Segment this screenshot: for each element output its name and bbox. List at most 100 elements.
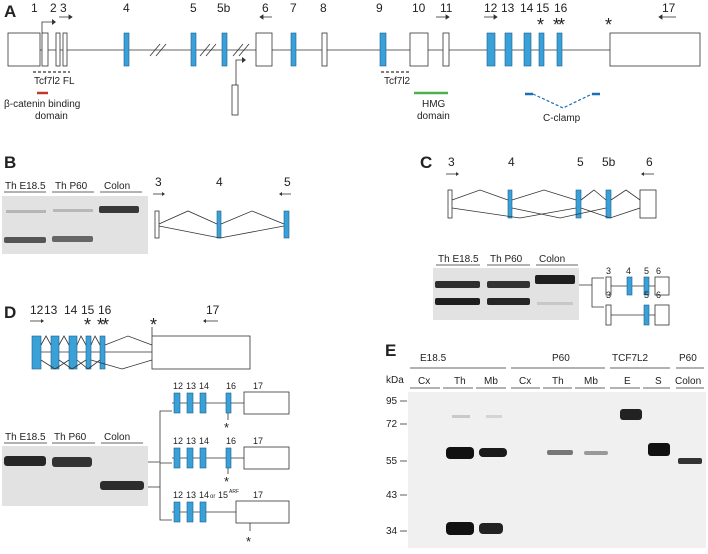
svg-text:*: * <box>224 474 229 489</box>
svg-text:12: 12 <box>30 303 44 317</box>
cclamp-label: C-clamp <box>543 113 581 124</box>
promoter-arrow-2-head <box>242 57 246 63</box>
exon-15 <box>538 32 545 67</box>
svg-text:3: 3 <box>606 290 611 300</box>
exon-5b <box>221 32 228 67</box>
svg-text:14: 14 <box>520 1 534 15</box>
panel-e-groups: E18.5 P60 TCF7L2 P60 <box>410 353 704 369</box>
svg-text:16: 16 <box>98 303 112 317</box>
exon-1b <box>41 32 49 67</box>
svg-text:3: 3 <box>448 155 455 169</box>
tcf7l2-label: Tcf7l2 <box>384 76 411 87</box>
svg-text:*: * <box>553 15 560 35</box>
svg-text:13: 13 <box>501 1 515 15</box>
svg-text:3: 3 <box>60 1 67 15</box>
panel-b-lane-3: Colon <box>104 181 130 192</box>
panel-c-bands <box>435 275 575 305</box>
svg-text:17: 17 <box>253 436 263 446</box>
panel-c-lane-1: Th E18.5 <box>438 254 479 265</box>
svg-text:*: * <box>84 315 91 335</box>
svg-text:TCF7L2: TCF7L2 <box>612 353 649 364</box>
svg-text:13: 13 <box>186 436 196 446</box>
panel-c-bracket <box>579 277 604 308</box>
svg-text:10: 10 <box>412 1 426 15</box>
primer-arrows <box>59 14 676 20</box>
svg-text:or: or <box>210 494 215 500</box>
panel-c-label: C <box>420 153 432 172</box>
panel-d-label: D <box>4 303 16 322</box>
svg-text:1: 1 <box>31 1 38 15</box>
svg-text:7: 7 <box>290 1 297 15</box>
panel-c-lane-3: Colon <box>539 254 565 265</box>
svg-text:14: 14 <box>64 303 78 317</box>
svg-text:P60: P60 <box>679 353 697 364</box>
intron-breaks <box>149 43 250 57</box>
exon-7 <box>290 32 297 67</box>
panel-d-diagram <box>31 327 251 370</box>
svg-text:Cx: Cx <box>418 376 430 387</box>
svg-text:4: 4 <box>626 266 631 276</box>
alt-exon-box <box>231 84 239 116</box>
promoter-arrow-2 <box>235 59 242 85</box>
svg-text:3: 3 <box>606 266 611 276</box>
exon-9 <box>379 32 387 67</box>
hmg-label-1: HMG <box>422 99 446 110</box>
svg-text:8: 8 <box>320 1 327 15</box>
svg-text:12: 12 <box>173 381 183 391</box>
svg-text:*: * <box>102 315 109 335</box>
svg-text:15: 15 <box>536 1 550 15</box>
panel-e-label: E <box>385 341 396 360</box>
panel-b-bands <box>4 206 139 243</box>
panel-b-lane-1: Th E18.5 <box>5 181 46 192</box>
svg-text:16: 16 <box>226 381 236 391</box>
kda-label: kDa <box>386 375 404 386</box>
exon-6 <box>255 32 273 67</box>
svg-text:6: 6 <box>656 266 661 276</box>
panel-c-isoform-2: 3 5 6 <box>605 290 670 326</box>
svg-text:15: 15 <box>81 303 95 317</box>
svg-text:5: 5 <box>284 175 291 189</box>
panel-c-isoform-1: 3 4 5 6 <box>605 266 670 296</box>
panel-d-lane-3: Colon <box>104 432 130 443</box>
exon-11 <box>442 32 450 67</box>
svg-text:P60: P60 <box>552 353 570 364</box>
svg-text:Mb: Mb <box>484 376 498 387</box>
hmg-label-2: domain <box>417 111 450 122</box>
svg-text:95: 95 <box>386 396 398 407</box>
panel-c-diagram: 3 4 5 5b 6 <box>446 155 657 219</box>
exon-16 <box>556 32 563 67</box>
svg-text:Colon: Colon <box>675 376 701 387</box>
svg-text:5: 5 <box>644 266 649 276</box>
exon-13 <box>504 32 513 67</box>
svg-text:13: 13 <box>186 381 196 391</box>
blot-bands <box>446 409 702 535</box>
svg-text:E: E <box>624 376 631 387</box>
svg-text:17: 17 <box>662 1 676 15</box>
svg-text:16: 16 <box>226 436 236 446</box>
svg-text:Mb: Mb <box>584 376 598 387</box>
svg-text:12: 12 <box>173 436 183 446</box>
svg-text:*: * <box>605 15 612 35</box>
svg-text:13: 13 <box>44 303 58 317</box>
panel-b-lane-2: Th P60 <box>55 181 88 192</box>
panel-d-bracket <box>148 410 172 521</box>
svg-text:*: * <box>537 15 544 35</box>
panel-b-diagram: 3 4 5 <box>153 175 291 239</box>
svg-text:15: 15 <box>218 490 228 500</box>
panel-d-top-labels: 12 13 14 15 16 17 * * * * <box>30 303 220 335</box>
svg-text:6: 6 <box>262 1 269 15</box>
svg-text:6: 6 <box>656 290 661 300</box>
svg-text:17: 17 <box>253 381 263 391</box>
exon-4 <box>123 32 130 67</box>
svg-text:13: 13 <box>186 490 196 500</box>
svg-text:11: 11 <box>440 1 453 15</box>
exon-5 <box>190 32 197 67</box>
panel-d-isoform-1: 12 13 14 16 17 * <box>172 381 290 435</box>
promoter-arrow-1 <box>41 21 52 33</box>
promoter-arrow-1-head <box>52 19 56 25</box>
svg-text:17: 17 <box>206 303 220 317</box>
svg-text:*: * <box>150 315 157 335</box>
svg-text:*: * <box>97 315 104 335</box>
svg-text:*: * <box>558 15 565 35</box>
